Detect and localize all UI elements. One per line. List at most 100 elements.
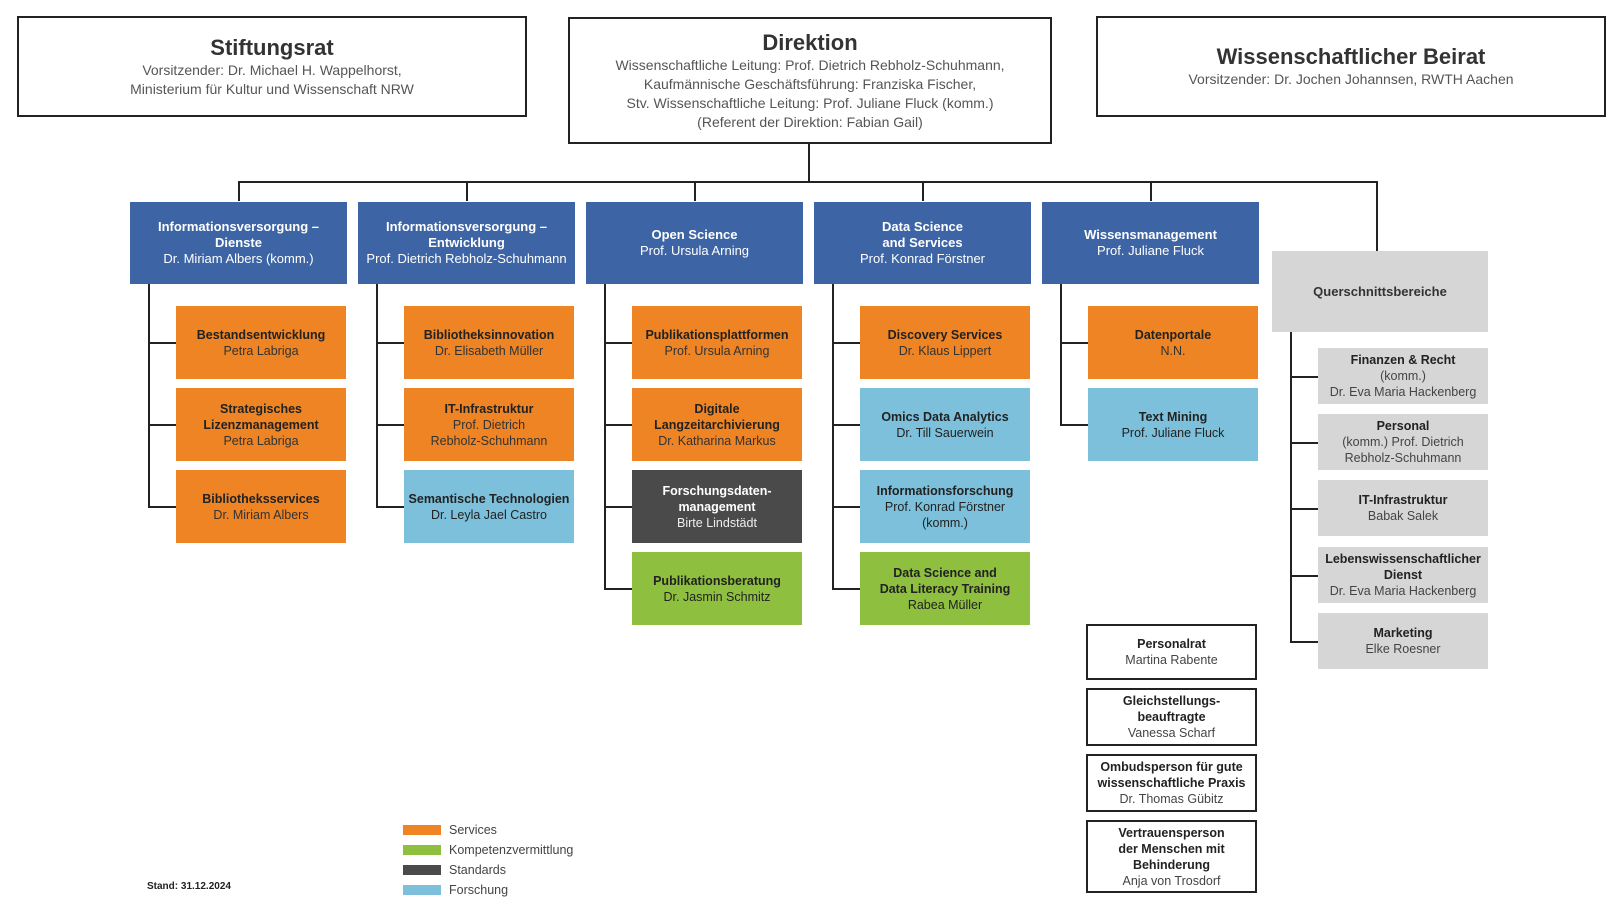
unit-title: Forschungsdaten-	[662, 483, 772, 498]
department-lead: Prof. Konrad Förstner	[860, 251, 985, 266]
beirat-title: Wissenschaftlicher Beirat	[1216, 44, 1486, 69]
representative-title: Ombudsperson für gute	[1100, 760, 1243, 774]
connector-line	[832, 342, 860, 344]
representative-box: Personalrat Martina Rabente	[1086, 624, 1257, 680]
querschnitt-item: IT-Infrastruktur Babak Salek	[1318, 480, 1488, 536]
connector-line	[238, 181, 1378, 183]
department-box: Informationsversorgung – Dienste Dr. Mir…	[130, 202, 347, 284]
unit-title: Lizenzmanagement	[203, 417, 319, 432]
connector-line	[604, 588, 632, 590]
unit-lead: Prof. Ursula Arning	[664, 343, 770, 358]
unit-lead: Dr. Elisabeth Müller	[434, 343, 544, 358]
unit-title: management	[678, 499, 756, 514]
department-title: Wissensmanagement	[1084, 227, 1217, 242]
representative-title: beauftragte	[1137, 710, 1206, 724]
connector-line	[376, 284, 378, 507]
querschnitt-item: Personal (komm.) Prof. Dietrich Rebholz-…	[1318, 414, 1488, 470]
department-box: Data Science and Services Prof. Konrad F…	[814, 202, 1031, 284]
legend-item: Forschung	[403, 880, 573, 900]
connector-line	[604, 284, 606, 589]
connector-line	[1060, 342, 1088, 344]
legend-swatch-services	[403, 825, 441, 835]
unit-lead: Prof. Konrad Förstner	[884, 499, 1006, 514]
department-lead: Prof. Ursula Arning	[639, 243, 750, 258]
representative-name: Dr. Thomas Gübitz	[1119, 792, 1224, 806]
beirat-box: Wissenschaftlicher Beirat Vorsitzender: …	[1096, 16, 1606, 117]
connector-line	[832, 284, 834, 589]
department-title: Data Science	[882, 219, 963, 234]
representative-title: der Menschen mit	[1118, 841, 1225, 856]
representative-title: Behinderung	[1132, 857, 1211, 872]
connector-line	[1290, 376, 1318, 378]
unit-box: Publikationsplattformen Prof. Ursula Arn…	[632, 306, 802, 379]
querschnitt-item-lead: Dr. Eva Maria Hackenberg	[1329, 584, 1477, 598]
unit-box: Text Mining Prof. Juliane Fluck	[1088, 388, 1258, 461]
unit-box: Omics Data Analytics Dr. Till Sauerwein	[860, 388, 1030, 461]
unit-title: Datenportale	[1134, 327, 1212, 342]
legend-item: Services	[403, 820, 573, 840]
stiftungsrat-box: Stiftungsrat Vorsitzender: Dr. Michael H…	[17, 16, 527, 117]
direktion-line: (Referent der Direktion: Fabian Gail)	[697, 113, 923, 130]
connector-line	[922, 181, 924, 201]
unit-title: IT-Infrastruktur	[444, 401, 534, 416]
legend-label: Kompetenzvermittlung	[449, 843, 574, 857]
legend-label: Forschung	[449, 883, 509, 897]
connector-line	[148, 424, 176, 426]
direktion-box: Direktion Wissenschaftliche Leitung: Pro…	[568, 17, 1052, 144]
connector-line	[1290, 332, 1292, 643]
unit-title: Bestandsentwicklung	[196, 327, 326, 342]
unit-title: Bibliotheksservices	[202, 491, 320, 506]
querschnitt-item-title: IT-Infrastruktur	[1358, 493, 1448, 507]
connector-line	[1060, 284, 1062, 425]
representative-title: wissenschaftliche Praxis	[1097, 776, 1246, 790]
representative-name: Martina Rabente	[1125, 653, 1218, 667]
unit-lead: N.N.	[1160, 343, 1186, 358]
connector-line	[604, 506, 632, 508]
unit-title: Publikationsplattformen	[645, 327, 789, 342]
connector-line	[604, 424, 632, 426]
department-title: Open Science	[651, 227, 738, 242]
representative-box: Vertrauensperson der Menschen mit Behind…	[1086, 820, 1257, 893]
querschnitt-item-lead: Dr. Eva Maria Hackenberg	[1329, 385, 1477, 399]
connector-line	[604, 342, 632, 344]
unit-title: Omics Data Analytics	[881, 409, 1009, 424]
stiftungsrat-line: Vorsitzender: Dr. Michael H. Wappelhorst…	[142, 61, 402, 78]
connector-line	[832, 424, 860, 426]
unit-lead: Dr. Till Sauerwein	[896, 425, 994, 440]
department-lead: Dr. Miriam Albers (komm.)	[163, 251, 314, 266]
unit-box: Data Science and Data Literacy Training …	[860, 552, 1030, 625]
legend-swatch-forschung	[403, 885, 441, 895]
unit-lead: Petra Labriga	[223, 343, 299, 358]
unit-title: Bibliotheksinnovation	[423, 327, 555, 342]
querschnitt-item-title: Personal	[1376, 419, 1430, 433]
querschnitt-item-lead: Babak Salek	[1367, 509, 1439, 523]
unit-lead: Dr. Leyla Jael Castro	[430, 507, 548, 522]
connector-line	[376, 506, 404, 508]
direktion-title: Direktion	[762, 29, 858, 55]
representative-box: Ombudsperson für gute wissenschaftliche …	[1086, 754, 1257, 812]
unit-lead: Rebholz-Schuhmann	[430, 433, 548, 448]
unit-box: Bibliotheksservices Dr. Miriam Albers	[176, 470, 346, 543]
connector-line	[466, 181, 468, 201]
connector-line	[148, 506, 176, 508]
unit-lead: Dr. Klaus Lippert	[898, 343, 992, 358]
connector-line	[1150, 181, 1152, 201]
connector-line	[1376, 181, 1378, 251]
connector-line	[376, 424, 404, 426]
unit-lead: Prof. Juliane Fluck	[1121, 425, 1225, 440]
unit-lead: Dr. Jasmin Schmitz	[663, 589, 771, 604]
unit-title: Langzeitarchivierung	[654, 417, 780, 432]
querschnitt-item: Marketing Elke Roesner	[1318, 613, 1488, 669]
unit-box: Bibliotheksinnovation Dr. Elisabeth Müll…	[404, 306, 574, 379]
connector-line	[1290, 442, 1318, 444]
representative-box: Gleichstellungs- beauftragte Vanessa Sch…	[1086, 688, 1257, 746]
unit-box: Datenportale N.N.	[1088, 306, 1258, 379]
connector-line	[148, 342, 176, 344]
legend-item: Standards	[403, 860, 573, 880]
querschnitt-item-title: Dienst	[1383, 568, 1423, 582]
connector-line	[808, 144, 810, 182]
querschnitt-item-lead: Elke Roesner	[1365, 642, 1441, 656]
unit-box: Strategisches Lizenzmanagement Petra Lab…	[176, 388, 346, 461]
unit-lead: Prof. Dietrich	[452, 417, 526, 432]
querschnitt-title: Querschnittsbereiche	[1313, 284, 1447, 299]
